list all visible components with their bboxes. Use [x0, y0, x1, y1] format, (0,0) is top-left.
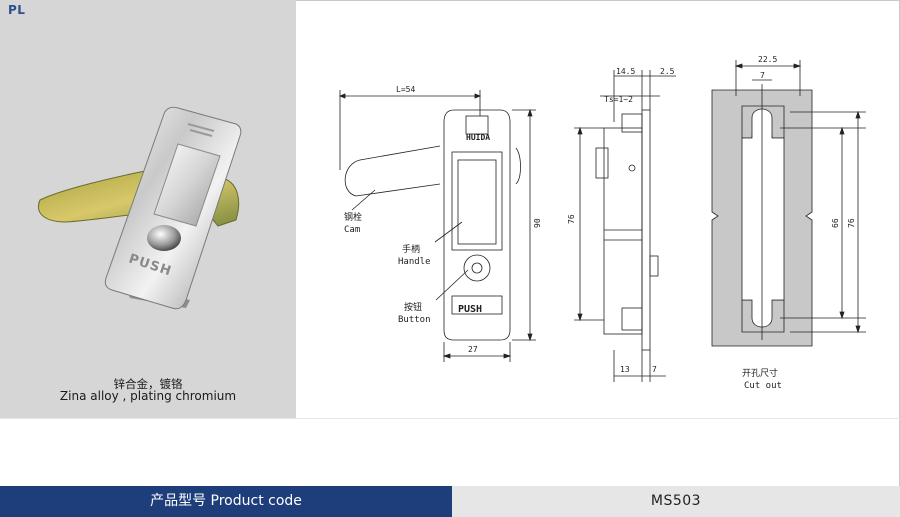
push-knob: [147, 225, 181, 251]
product-code-value: MS503: [650, 493, 702, 509]
cam-outline: [344, 145, 441, 197]
material-caption-cn: 锌合金，镀铬: [113, 377, 183, 391]
push-text: PUSH: [458, 304, 482, 315]
callout-handle-en: Handle: [398, 257, 431, 267]
dim-side-bottom-2: 7: [652, 365, 657, 374]
product-code-label-box: 产品型号 Product code: [0, 486, 452, 517]
divider-line: [0, 418, 900, 419]
dim-cutout-outer: 76: [847, 218, 856, 228]
callout-handle-cn: 手柄: [402, 243, 420, 255]
technical-drawing: L=54 HUIDA PUSH 90 27 钢栓 Cam 手柄 Handle 按…: [338, 55, 866, 391]
dim-side-height: 76: [567, 214, 576, 224]
body-outline: [443, 109, 511, 341]
product-photo-panel: PL: [0, 0, 296, 418]
dim-length: L=54: [396, 85, 415, 94]
product-code-label: 产品型号 Product code: [150, 493, 302, 509]
dim-side-bottom-1: 13: [620, 365, 630, 374]
side-view: [574, 70, 676, 382]
callout-cam-en: Cam: [344, 225, 360, 235]
frame-top-line: [296, 0, 900, 1]
dim-front-width: 27: [468, 345, 478, 354]
material-caption-en: Zina alloy , plating chromium: [59, 389, 237, 403]
cutout-view: [711, 60, 866, 347]
callout-button-en: Button: [398, 315, 431, 325]
callout-cam-cn: 钢栓: [344, 211, 362, 223]
product-code-bar: 产品型号 Product code MS503: [0, 486, 900, 517]
dim-side-top-2: 2.5: [660, 67, 675, 76]
cutout-label-cn: 开孔尺寸: [742, 367, 778, 379]
dim-side-top-1: 14.5: [616, 67, 635, 76]
dim-cutout-width: 22.5: [758, 55, 777, 64]
product-photo: [38, 106, 242, 310]
dim-side-ts: Ts=1~2: [604, 95, 633, 104]
dim-front-height: 90: [533, 218, 542, 228]
dim-cutout-inner: 66: [831, 218, 840, 228]
logo-text: HUIDA: [466, 133, 490, 142]
callout-button-cn: 按钮: [404, 301, 422, 313]
product-code-value-box: MS503: [452, 486, 900, 517]
handle-window: [153, 143, 221, 227]
cutout-label-en: Cut out: [744, 381, 782, 391]
series-tag: PL: [8, 3, 26, 17]
dim-cutout-slot: 7: [760, 71, 765, 80]
front-view: [338, 90, 536, 362]
